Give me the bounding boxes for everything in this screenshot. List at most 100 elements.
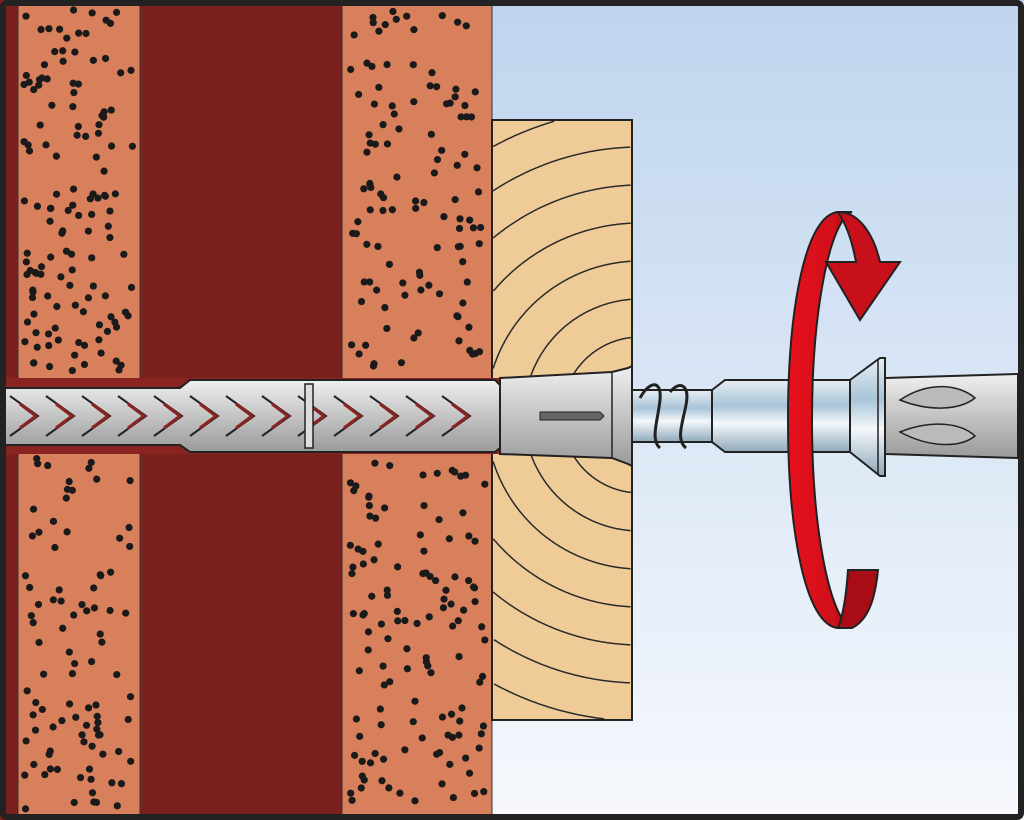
pore-dot bbox=[403, 12, 411, 20]
pore-dot bbox=[369, 13, 377, 22]
pore-dot bbox=[65, 700, 74, 708]
pore-dot bbox=[70, 611, 78, 619]
pore-dot bbox=[71, 301, 79, 309]
pore-dot bbox=[30, 310, 38, 318]
pore-dot bbox=[45, 750, 53, 759]
pore-dot bbox=[365, 492, 373, 500]
pore-dot bbox=[458, 704, 466, 712]
pore-dot bbox=[79, 308, 87, 316]
pore-dot bbox=[349, 610, 357, 618]
pore-dot bbox=[101, 292, 109, 300]
pore-dot bbox=[62, 494, 70, 502]
pore-dot bbox=[106, 606, 114, 615]
pore-dot bbox=[84, 294, 93, 302]
pore-dot bbox=[459, 258, 467, 266]
pore-dot bbox=[113, 802, 121, 810]
anchor-barb-inner bbox=[127, 402, 147, 430]
wood-grain-ring bbox=[492, 222, 631, 292]
pore-dot bbox=[416, 271, 424, 279]
pore-dot bbox=[82, 721, 91, 729]
pore-dot bbox=[75, 211, 83, 220]
pore-dot bbox=[35, 76, 44, 84]
pore-dot bbox=[94, 718, 102, 727]
pore-dot bbox=[395, 125, 403, 133]
brick-pores bbox=[20, 6, 489, 813]
pore-dot bbox=[383, 140, 392, 148]
pore-dot bbox=[95, 121, 103, 129]
pore-dot bbox=[52, 190, 61, 198]
pore-dot bbox=[33, 343, 41, 351]
pore-dot bbox=[23, 318, 32, 326]
pore-dot bbox=[371, 459, 379, 467]
pore-dot bbox=[467, 113, 476, 121]
pore-dot bbox=[466, 216, 474, 224]
pore-dot bbox=[82, 29, 90, 38]
pore-dot bbox=[411, 797, 419, 805]
pore-dot bbox=[94, 129, 103, 137]
pore-dot bbox=[29, 619, 37, 627]
pore-dot bbox=[401, 291, 409, 299]
pore-dot bbox=[349, 229, 357, 237]
wood-grain-ring bbox=[493, 638, 630, 684]
pore-dot bbox=[420, 501, 428, 510]
pore-dot bbox=[393, 173, 401, 181]
pore-dot bbox=[32, 698, 40, 707]
wood-grain-ring bbox=[492, 146, 631, 192]
pore-dot bbox=[386, 678, 394, 686]
pore-dot bbox=[117, 780, 126, 788]
pore-dot bbox=[100, 191, 109, 200]
anchor-barb-inner bbox=[451, 402, 471, 430]
pore-dot bbox=[433, 469, 441, 477]
pore-dot bbox=[477, 730, 485, 738]
pore-dot bbox=[455, 653, 463, 661]
pore-dot bbox=[68, 670, 77, 678]
pore-dot bbox=[98, 111, 106, 120]
pore-dot bbox=[41, 770, 49, 779]
pore-dot bbox=[457, 113, 465, 121]
pore-dot bbox=[52, 152, 60, 160]
pore-dot bbox=[418, 734, 426, 742]
pore-dot bbox=[87, 657, 96, 666]
pore-dot bbox=[88, 789, 97, 797]
pore-dot bbox=[90, 604, 99, 612]
pore-dot bbox=[20, 138, 28, 146]
pore-dot bbox=[461, 150, 469, 158]
pore-dot bbox=[83, 607, 91, 615]
pore-dot bbox=[348, 570, 356, 578]
pore-dot bbox=[35, 81, 43, 89]
pore-dot bbox=[428, 69, 436, 77]
pore-dot bbox=[51, 324, 59, 332]
pore-dot bbox=[354, 218, 362, 226]
pore-dot bbox=[349, 563, 357, 571]
pore-dot bbox=[62, 247, 71, 255]
pore-dot bbox=[108, 779, 116, 787]
pore-dot bbox=[456, 215, 464, 223]
pore-dot bbox=[392, 15, 400, 23]
pore-dot bbox=[44, 292, 52, 300]
pore-dot bbox=[30, 85, 38, 94]
pore-dot bbox=[370, 556, 378, 564]
pore-dot bbox=[126, 477, 134, 485]
pore-dot bbox=[51, 48, 59, 56]
pore-dot bbox=[394, 563, 402, 571]
anchor-barb-inner bbox=[415, 402, 435, 430]
pore-dot bbox=[362, 341, 370, 349]
pore-dot bbox=[121, 308, 130, 316]
pore-dot bbox=[359, 560, 367, 568]
wood-grain-ring bbox=[492, 260, 631, 369]
pore-dot bbox=[92, 701, 100, 709]
pore-dot bbox=[107, 313, 115, 321]
pore-dot bbox=[32, 329, 40, 337]
pore-dot bbox=[21, 572, 30, 580]
pore-dot bbox=[386, 462, 394, 470]
pore-dot bbox=[475, 744, 483, 752]
pore-dot bbox=[107, 142, 116, 150]
pore-dot bbox=[377, 190, 385, 198]
pore-dot bbox=[462, 22, 470, 30]
pore-dot bbox=[85, 765, 94, 773]
pore-dot bbox=[98, 638, 106, 646]
pore-dot bbox=[373, 286, 381, 294]
pore-dot bbox=[381, 504, 389, 512]
